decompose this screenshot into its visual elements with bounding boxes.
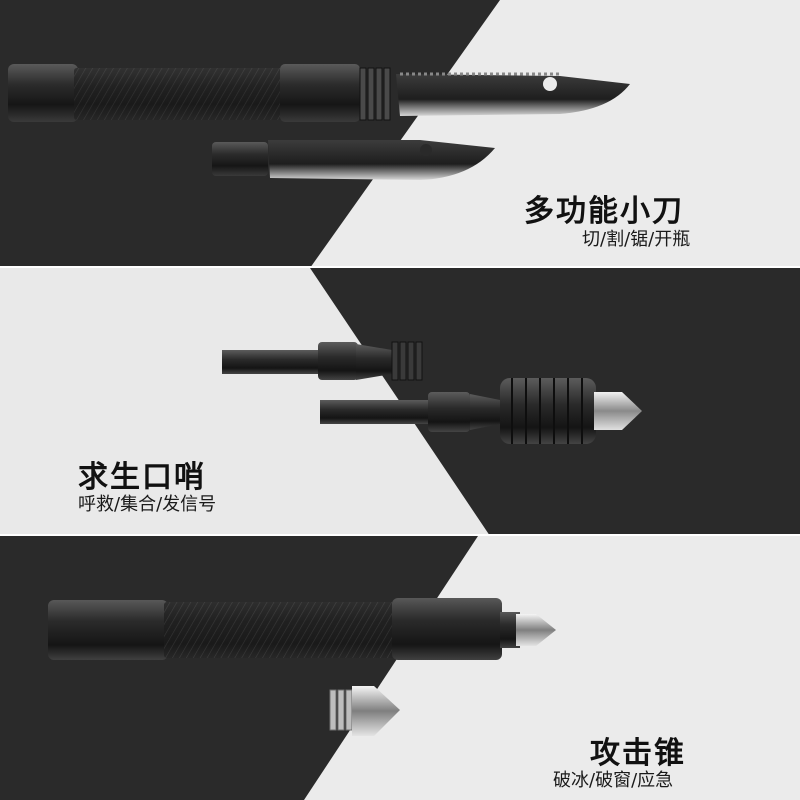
- whistle-section-background: [0, 268, 800, 536]
- knife-section: 多功能小刀 切/割/锯/开瓶: [0, 0, 800, 268]
- breaker-title: 攻击锥: [590, 736, 686, 771]
- whistle-subtitle: 呼救/集合/发信号: [78, 494, 217, 515]
- breaker-section: 攻击锥 破冰/破窗/应急: [0, 536, 800, 800]
- whistle-section: 求生口哨 呼救/集合/发信号: [0, 268, 800, 536]
- knife-title: 多功能小刀: [524, 194, 684, 229]
- whistle-title: 求生口哨: [78, 460, 206, 495]
- section-divider: [0, 266, 800, 268]
- knife-section-background: [0, 0, 800, 268]
- knife-subtitle: 切/割/锯/开瓶: [582, 229, 691, 250]
- breaker-subtitle: 破冰/破窗/应急: [553, 770, 674, 791]
- section-divider: [0, 534, 800, 536]
- breaker-section-background: [0, 536, 800, 800]
